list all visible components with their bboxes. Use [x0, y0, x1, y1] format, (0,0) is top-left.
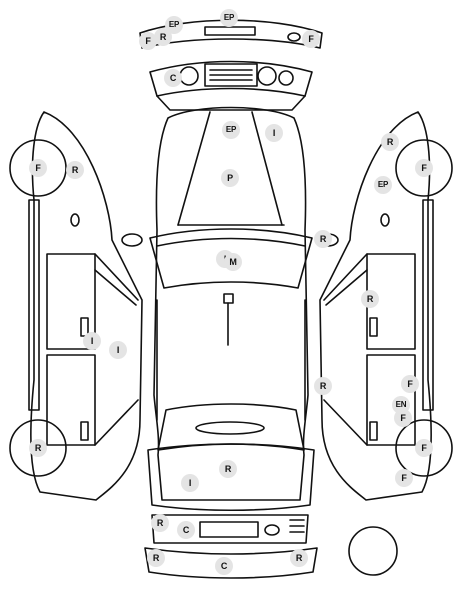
damage-marker: R [381, 133, 399, 151]
left-side [9, 111, 143, 501]
front-bumper [139, 19, 323, 49]
damage-marker: I [181, 474, 199, 492]
damage-marker: R [290, 549, 308, 567]
damage-marker: R [66, 161, 84, 179]
damage-marker: F [415, 439, 433, 457]
damage-marker: R [154, 28, 172, 46]
damage-marker: P [221, 169, 239, 187]
damage-marker: F [395, 469, 413, 487]
spare-wheel [348, 526, 398, 576]
damage-marker: R [219, 460, 237, 478]
damage-marker: C [177, 521, 195, 539]
damage-marker: F [302, 30, 320, 48]
damage-marker: R [314, 230, 332, 248]
damage-marker: I [109, 341, 127, 359]
damage-marker: I [265, 124, 283, 142]
damage-marker: F [139, 32, 157, 50]
right-side [319, 111, 453, 501]
damage-marker: EP [165, 16, 183, 34]
damage-marker: F [415, 159, 433, 177]
rear-panel [144, 514, 318, 579]
damage-marker: R [314, 377, 332, 395]
car-body [121, 106, 339, 512]
damage-marker: F [401, 375, 419, 393]
damage-marker: I [83, 332, 101, 350]
damage-marker: R [29, 439, 47, 457]
damage-marker: EP [222, 121, 240, 139]
damage-marker: F [29, 159, 47, 177]
damage-marker: R [361, 290, 379, 308]
damage-marker: C [164, 69, 182, 87]
damage-marker: M [224, 253, 242, 271]
damage-marker: R [151, 514, 169, 532]
damage-marker: R [147, 549, 165, 567]
damage-marker: EP [374, 176, 392, 194]
damage-marker: C [215, 557, 233, 575]
damage-marker: F [394, 409, 412, 427]
damage-marker: EP [220, 9, 238, 27]
